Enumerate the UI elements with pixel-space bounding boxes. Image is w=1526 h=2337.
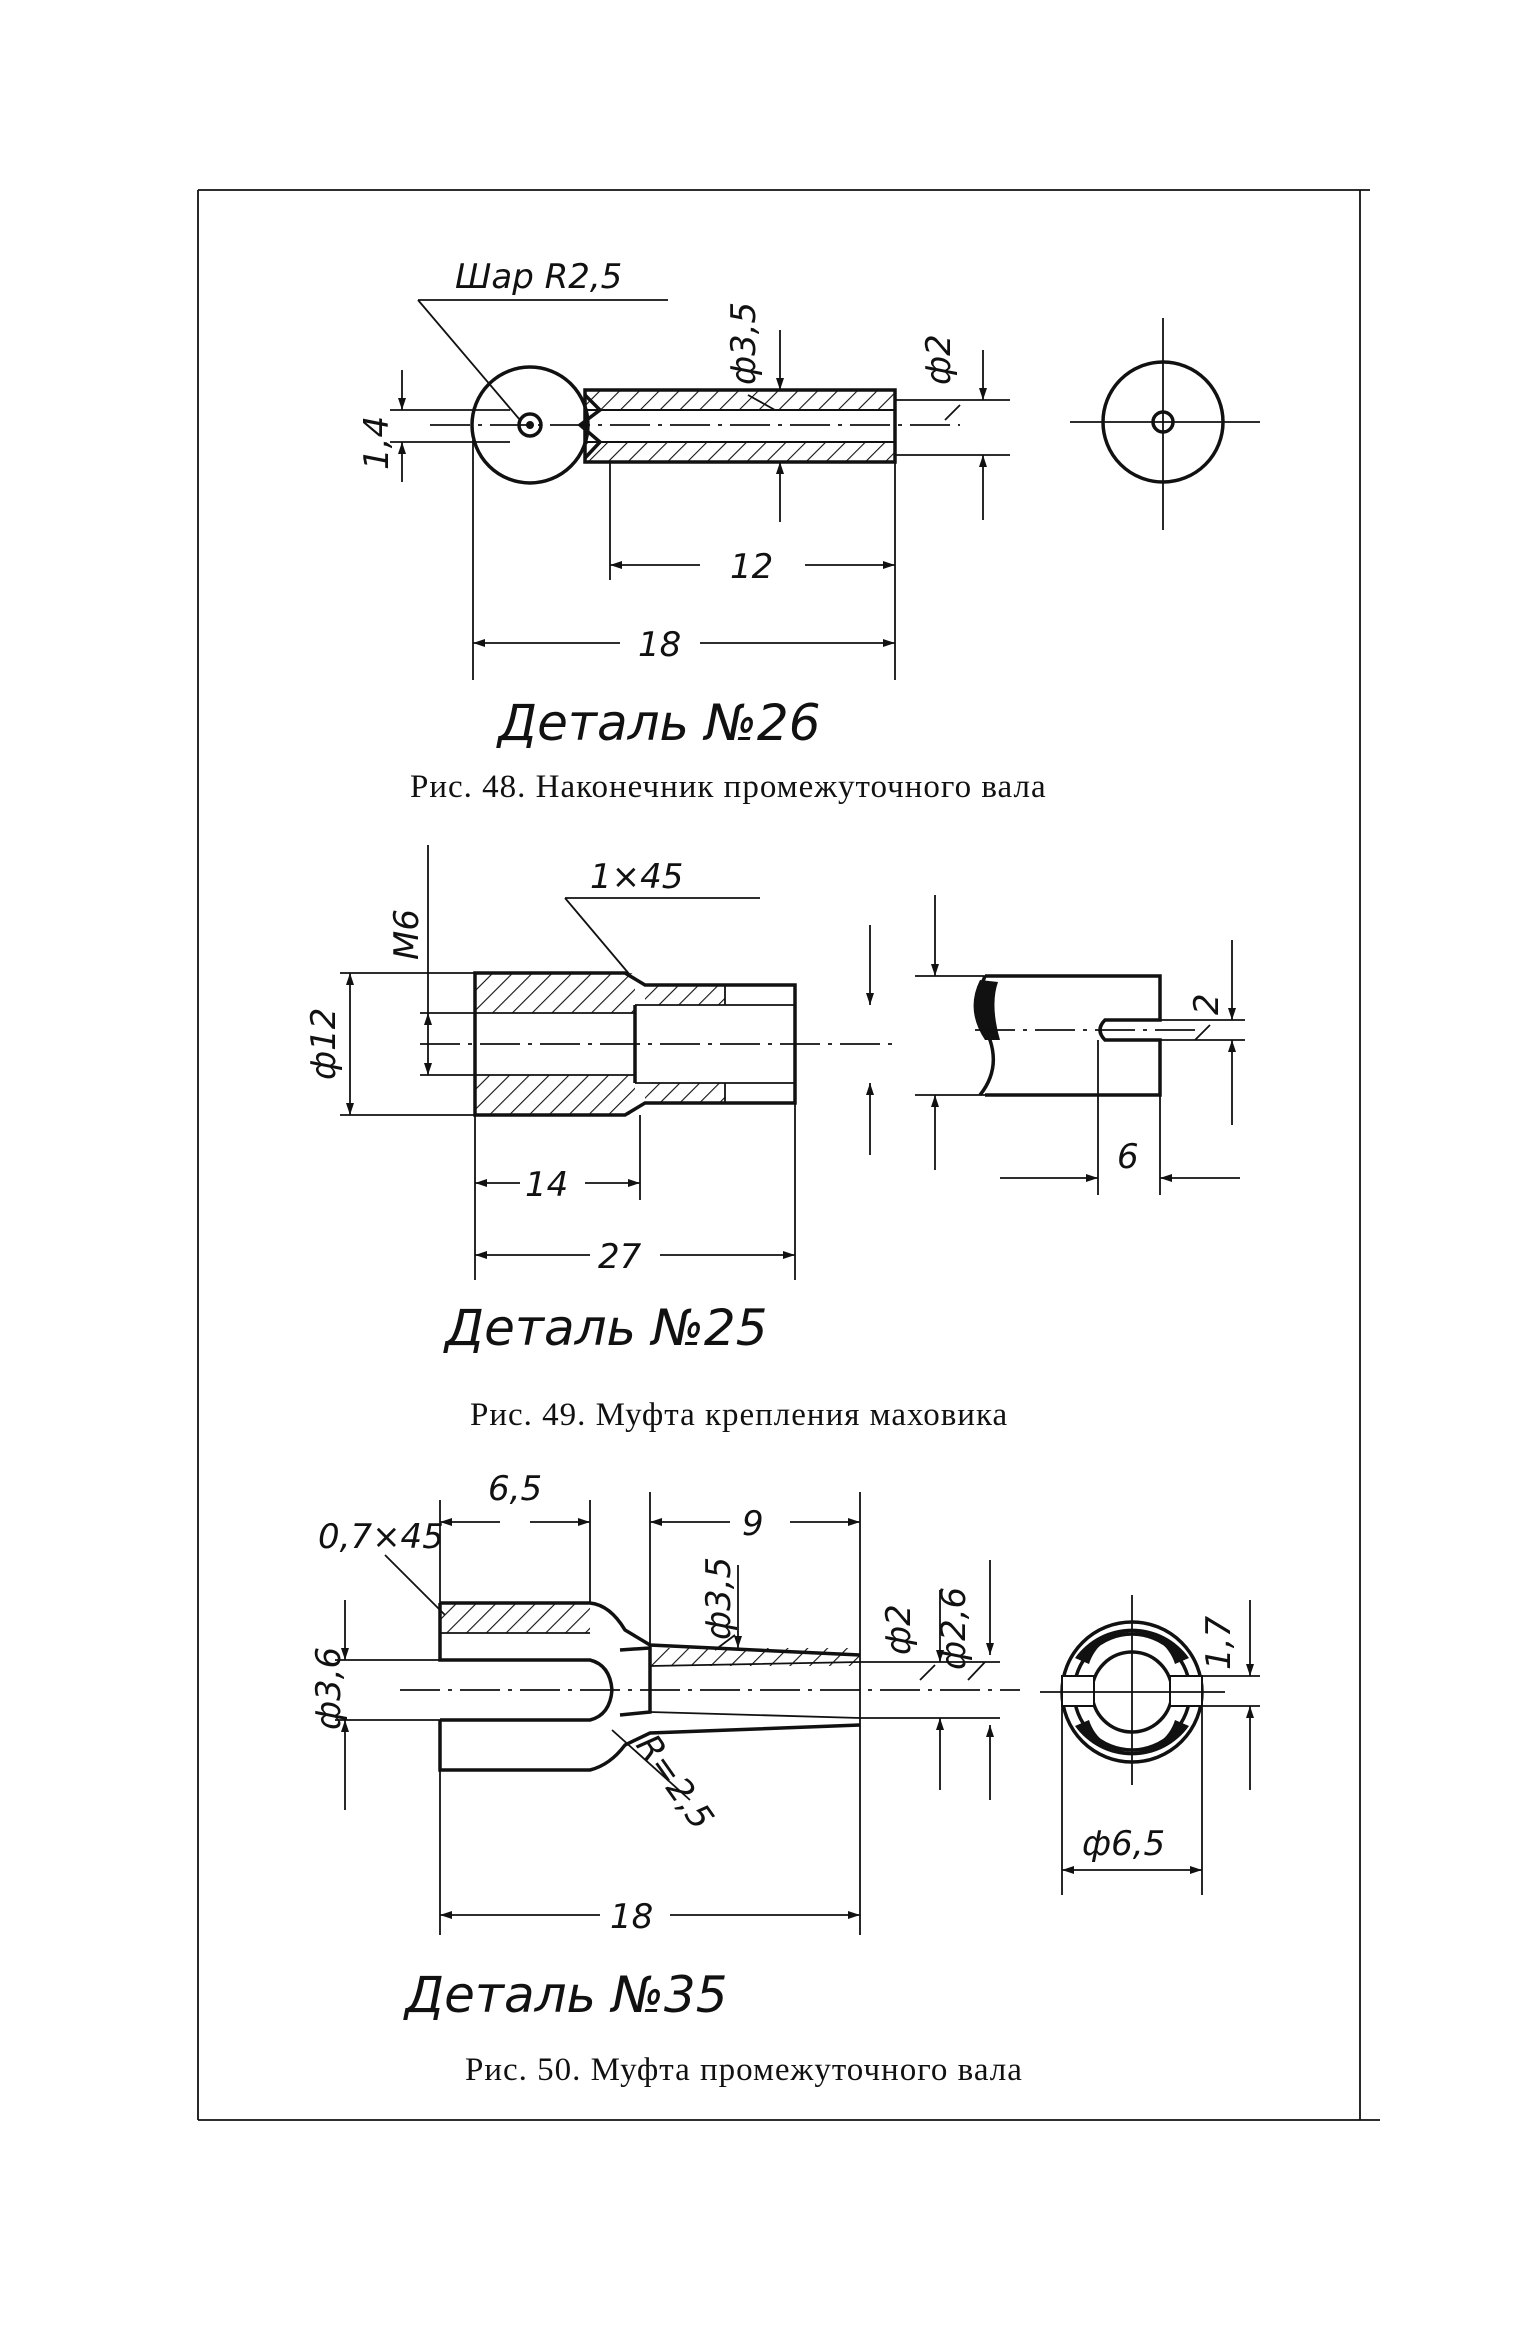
- fig48-offset-dimension: 1,4: [357, 416, 397, 470]
- fig49-total-length: 27: [598, 1237, 642, 1277]
- fig50-inner-diameter: ф2: [879, 1604, 919, 1655]
- fig50-tail-length: 9: [742, 1504, 764, 1544]
- figure-48-drawing: [390, 299, 1260, 680]
- fig48-detail-label: Деталь №26: [496, 694, 821, 752]
- page-frame: [197, 189, 1380, 2121]
- fig48-inner-diameter: ф2: [919, 334, 959, 385]
- fig49-caption: Рис. 49. Муфта крепления маховика: [470, 1397, 1008, 1433]
- fig48-total-length: 18: [638, 625, 681, 665]
- figure-50-drawing: [335, 1492, 1260, 1935]
- fig50-caption: Рис. 50. Муфта промежуточного вала: [465, 2052, 1023, 2088]
- fig50-chamfer: 0,7×45: [318, 1517, 444, 1557]
- fig50-detail-label: Деталь №35: [403, 1966, 728, 2024]
- fig50-bore-diameter: ф3,6: [309, 1647, 349, 1730]
- fig48-short-length: 12: [730, 547, 773, 587]
- fig49-slot-depth: 6: [1117, 1137, 1139, 1177]
- fig48-outer-diameter: ф3,5: [724, 302, 764, 385]
- fig49-thread-length: 14: [525, 1165, 568, 1205]
- fig49-outer-diameter: ф12: [304, 1008, 344, 1080]
- fig50-radius: R=2,5: [628, 1727, 722, 1837]
- fig50-outer-diameter: ф6,5: [1082, 1824, 1165, 1864]
- fig49-slot-width: 2: [1187, 993, 1227, 1015]
- fig50-total-length: 18: [610, 1897, 653, 1937]
- fig48-ball-dimension: Шар R2,5: [455, 257, 622, 297]
- fig50-fork-length: 6,5: [488, 1469, 542, 1509]
- fig50-tail-diameter: ф3,5: [699, 1557, 739, 1640]
- fig48-caption: Рис. 48. Наконечник промежуточного вала: [410, 769, 1047, 805]
- fig50-mid-diameter: ф2,6: [934, 1587, 974, 1670]
- fig49-chamfer: 1×45: [590, 857, 683, 897]
- fig49-detail-label: Деталь №25: [443, 1299, 768, 1357]
- fig50-slot-width: 1,7: [1199, 1616, 1239, 1670]
- figure-49-drawing: [340, 845, 1245, 1280]
- fig49-thread: M6: [387, 909, 427, 960]
